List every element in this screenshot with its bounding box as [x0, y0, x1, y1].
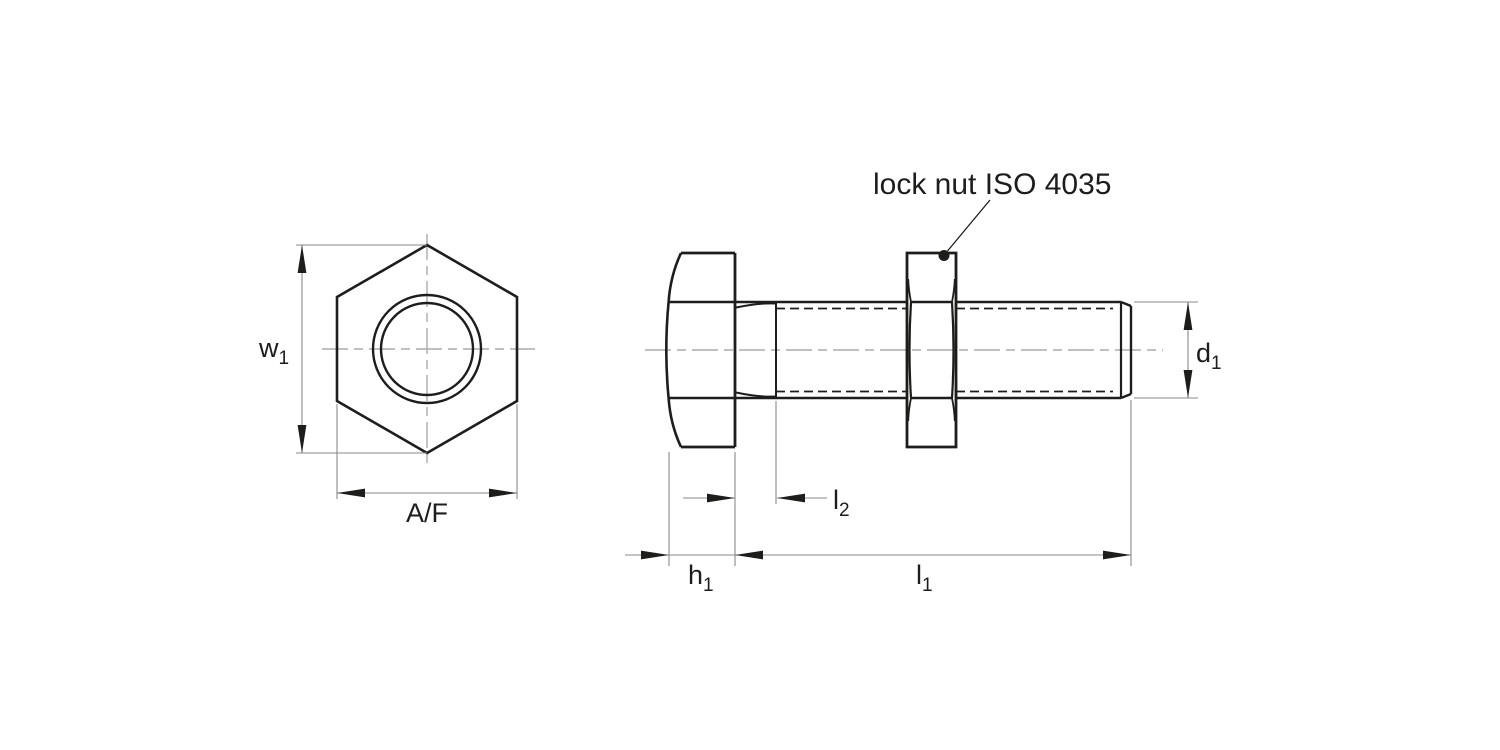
- nut-corner-chamfer-curves: [907, 278, 956, 422]
- nut-middle-facet-arc-right: [950, 301, 955, 399]
- dimension-w1: w1: [258, 244, 427, 454]
- head-top-chamfer-curve: [667, 252, 683, 303]
- dimension-d1: d1: [1134, 301, 1222, 399]
- leader-dot-icon: [938, 250, 950, 261]
- head-bottom-chamfer-curve: [667, 397, 683, 448]
- arrowhead-right-icon: [1103, 550, 1131, 560]
- arrowhead-left-icon: [735, 550, 763, 560]
- dim-label-h1: h1: [688, 560, 714, 596]
- arrowhead-right-icon: [707, 493, 735, 503]
- arrowhead-up-icon: [1183, 302, 1193, 330]
- dim-label-af: A/F: [406, 498, 448, 528]
- arrowhead-up-icon: [297, 245, 307, 273]
- bolt-side-view: lock nut ISO 4035: [645, 168, 1163, 449]
- shank-circle: [379, 301, 475, 397]
- thread-runout-curve-bottom: [735, 391, 777, 398]
- dim-label-d1: d1: [1196, 338, 1222, 374]
- end-chamfer-edges: [1120, 300, 1132, 400]
- dimension-l2: l2: [683, 401, 850, 521]
- arrowhead-right-icon: [641, 550, 669, 560]
- leader-line: [947, 199, 991, 252]
- head-middle-facet-arc: [665, 301, 670, 399]
- lock-nut-note-label: lock nut ISO 4035: [873, 168, 1111, 201]
- nut-middle-facet-arc-left: [908, 301, 913, 399]
- lock-nut-annotation: lock nut ISO 4035: [873, 168, 1111, 261]
- bolt-head-side: [665, 251, 737, 449]
- threaded-shank: [735, 300, 1133, 400]
- arrowhead-left-icon: [777, 493, 805, 503]
- arrowhead-right-icon: [489, 488, 517, 498]
- chamfer-circle: [371, 293, 483, 405]
- arrowhead-down-icon: [1183, 370, 1193, 398]
- dim-label-l1: l1: [916, 560, 933, 596]
- dimension-h1-l1: h1 l1: [625, 400, 1132, 596]
- bolt-head-end-view: [322, 234, 535, 464]
- arrowhead-left-icon: [337, 488, 365, 498]
- dim-label-w1: w1: [258, 333, 289, 369]
- arrowhead-down-icon: [297, 425, 307, 453]
- dim-label-l2: l2: [833, 485, 850, 521]
- dimension-af: A/F: [336, 404, 518, 528]
- thread-runout-curve-top: [735, 302, 777, 309]
